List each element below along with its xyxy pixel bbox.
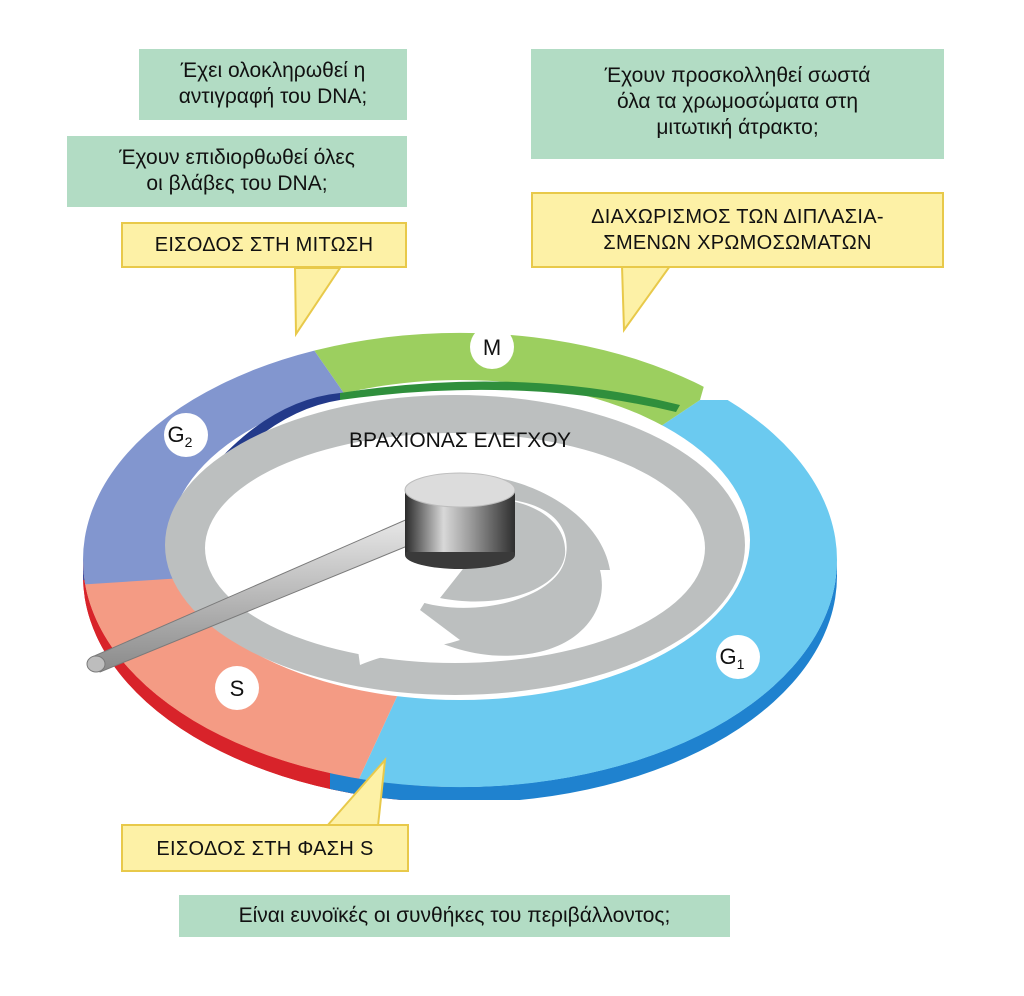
question-dna-repair-line-1: Έχουν επιδιορθωθεί όλες — [119, 146, 355, 169]
phase-g1: G1 — [716, 635, 760, 679]
svg-text:G1: G1 — [720, 644, 745, 672]
checkpoint-separation-line-1: ΔΙΑΧΩΡΙΣΜΟΣ ΤΩΝ ΔΙΠΛΑΣΙΑ- — [591, 206, 884, 228]
question-dna-replication-line-2: αντιγραφή του DNA; — [178, 85, 368, 108]
checkpoint-separation-line-2: ΣΜΕΝΩΝ ΧΡΩΜΟΣΩΜΑΤΩΝ — [603, 232, 872, 254]
question-dna-replication: Έχει ολοκληρωθεί η αντιγραφή του DNA; — [139, 49, 407, 120]
question-chromosomes-line-3: μιτωτική άτρακτο; — [656, 116, 819, 139]
checkpoint-mitosis-entry: ΕΙΣΟΔΟΣ ΣΤΗ ΜΙΤΩΣΗ — [121, 222, 407, 268]
phase-s: S — [215, 666, 259, 710]
phase-g2: G2 — [164, 413, 208, 457]
question-dna-replication-line-1: Έχει ολοκληρωθεί η — [180, 59, 366, 82]
mitosis-entry-pointer — [293, 267, 342, 338]
control-hub — [404, 472, 516, 569]
phase-m-label: M — [483, 335, 501, 360]
checkpoint-mitosis-entry-text: ΕΙΣΟΔΟΣ ΣΤΗ ΜΙΤΩΣΗ — [154, 234, 374, 256]
question-chromosomes-attached: Έχουν προσκολληθεί σωστά όλα τα χρωμοσώμ… — [531, 49, 944, 159]
question-environment: Είναι ευνοϊκές οι συνθήκες του περιβάλλο… — [179, 895, 730, 937]
control-arm-label: ΒΡΑΧΙΟΝΑΣ ΕΛΕΓΧΟΥ — [349, 429, 571, 452]
svg-text:G2: G2 — [168, 422, 193, 450]
phase-g1-letter: G — [720, 644, 737, 669]
m-inner-edge — [340, 381, 680, 412]
separation-pointer — [620, 265, 672, 333]
question-environment-text: Είναι ευνοϊκές οι συνθήκες του περιβάλλο… — [238, 904, 671, 927]
phase-m: M — [470, 325, 514, 369]
arrow-head — [350, 570, 460, 665]
phase-s-label: S — [230, 676, 245, 701]
phase-g1-sub: 1 — [737, 656, 745, 672]
rotation-arrow — [405, 474, 610, 656]
phase-g2-letter: G — [168, 422, 185, 447]
question-chromosomes-line-1: Έχουν προσκολληθεί σωστά — [604, 64, 871, 87]
checkpoint-chromosome-separation: ΔΙΑΧΩΡΙΣΜΟΣ ΤΩΝ ΔΙΠΛΑΣΙΑ- ΣΜΕΝΩΝ ΧΡΩΜΟΣΩ… — [531, 192, 944, 268]
checkpoint-s-entry: ΕΙΣΟΔΟΣ ΣΤΗ ΦΑΣΗ S — [121, 824, 409, 872]
question-dna-repair: Έχουν επιδιορθωθεί όλες οι βλάβες του DN… — [67, 136, 407, 207]
phase-g2-sub: 2 — [185, 434, 193, 450]
question-dna-repair-line-2: οι βλάβες του DNA; — [146, 172, 328, 195]
question-chromosomes-line-2: όλα τα χρωμοσώματα στη — [616, 90, 859, 113]
checkpoint-s-entry-text: ΕΙΣΟΔΟΣ ΣΤΗ ΦΑΣΗ S — [156, 838, 374, 860]
